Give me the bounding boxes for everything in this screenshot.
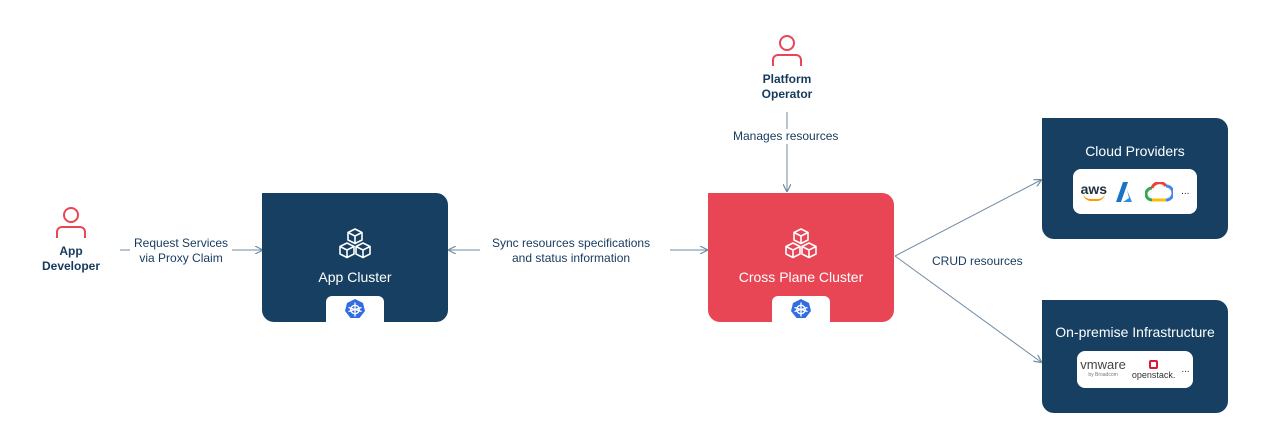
vmware-logo-text: vmware [1080,356,1126,372]
app-developer-label: App Developer [41,244,101,273]
edge-label-sync: Sync resources specifications and status… [488,236,655,266]
app-cluster-node: App Cluster [262,193,448,322]
kubernetes-badge [326,296,384,322]
edge-crud-cloud [894,180,1041,257]
aws-logo: aws [1080,180,1108,201]
app-cluster-title: App Cluster [318,269,392,285]
kubernetes-icon [791,299,811,318]
azure-logo [1116,181,1133,202]
cubes-icon [339,228,371,259]
platform-operator-label: Platform Operator [761,72,813,101]
kubernetes-badge [772,296,830,322]
cross-plane-cluster-node: Cross Plane Cluster [708,193,894,322]
vmware-logo-subtext: by Broadcom [1088,371,1118,378]
cloud-providers-title: Cloud Providers [1085,143,1185,159]
app-developer: App Developer [11,206,131,274]
edge-label-manages: Manages resources [729,129,843,144]
aws-logo-text: aws [1080,180,1108,197]
more-infrastructure: ... [1181,364,1190,375]
person-icon [772,35,802,66]
edge-label-request-services: Request Services via Proxy Claim [130,236,233,266]
edge-label-crud: CRUD resources [932,254,1023,268]
more-providers: ... [1181,186,1190,197]
edge-crud-onprem [894,255,1041,362]
cloud-providers-node: Cloud Providers aws ... [1042,118,1228,239]
cross-plane-cluster-title: Cross Plane Cluster [738,269,864,285]
openstack-logo: openstack. [1131,359,1176,380]
platform-operator: Platform Operator [727,34,847,102]
kubernetes-icon [345,299,365,318]
cloud-logos-card: aws ... [1073,169,1197,214]
google-cloud-logo [1145,181,1174,201]
cubes-icon [785,228,817,259]
on-premise-title: On-premise Infrastructure [1055,324,1215,340]
openstack-logo-text: openstack. [1131,369,1176,380]
person-icon [56,207,86,238]
